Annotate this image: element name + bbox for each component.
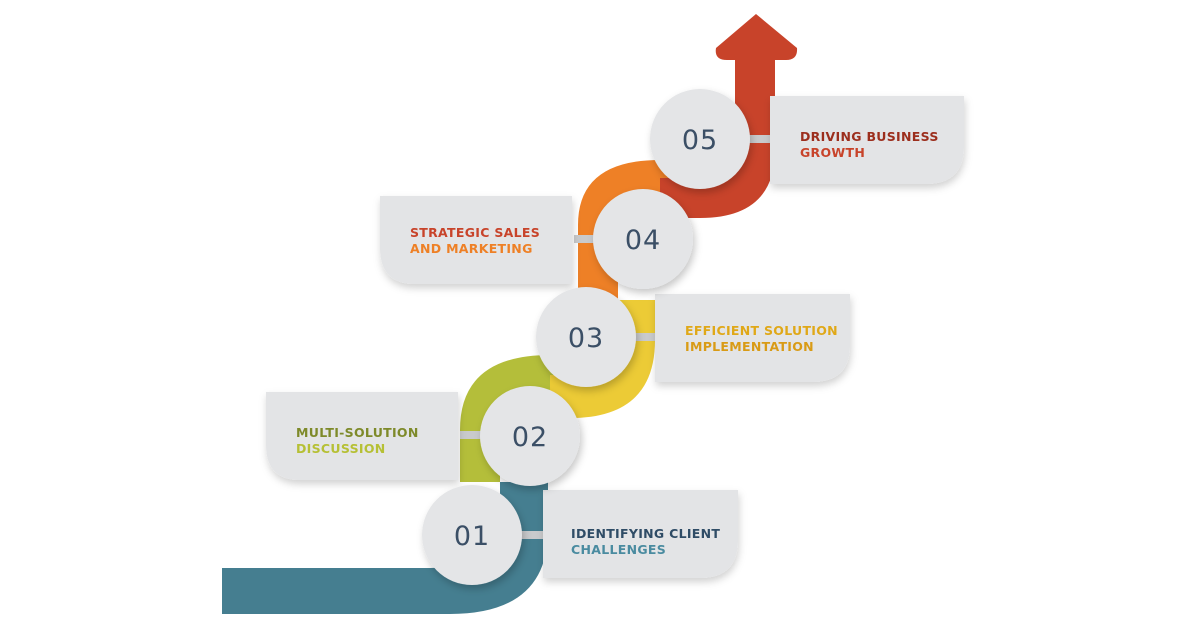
up-arrow-icon [715,14,798,60]
connector-5 [749,135,775,143]
connector-3 [634,333,660,341]
step-circle-5: 05 [650,89,750,189]
step-5-line2: GROWTH [800,145,865,160]
step-2-line2: DISCUSSION [296,441,386,456]
step-4-line1: STRATEGIC SALES [410,225,540,240]
connector-2 [460,431,482,439]
step-4-line2: AND MARKETING [410,241,533,256]
path-segment-5 [660,55,775,218]
step-5-line1: DRIVING BUSINESS [800,129,939,144]
step-circles: 01 02 03 04 05 [422,89,750,585]
step-circle-4: 04 [593,189,693,289]
step-4-label: STRATEGIC SALES AND MARKETING [410,225,545,256]
step-number-4: 04 [625,225,661,256]
card-5 [770,96,964,184]
connector-1 [520,531,546,539]
step-number-3: 03 [568,323,604,354]
step-circle-1: 01 [422,485,522,585]
card-1 [543,490,738,578]
step-2-line1: MULTI-SOLUTION [296,425,419,440]
step-circle-2: 02 [480,386,580,486]
connectors [460,135,775,539]
connector-4 [574,235,596,243]
step-3-line1: EFFICIENT SOLUTION [685,323,838,338]
cards [266,96,964,578]
card-2 [266,392,458,480]
card-4 [380,196,572,284]
step-1-label: IDENTIFYING CLIENT CHALLENGES [571,526,725,557]
step-number-2: 02 [512,422,548,453]
card-3 [655,294,850,382]
step-1-line2: CHALLENGES [571,542,666,557]
step-2-label: MULTI-SOLUTION DISCUSSION [296,425,423,456]
step-1-line1: IDENTIFYING CLIENT [571,526,720,541]
step-3-line2: IMPLEMENTATION [685,339,814,354]
step-number-1: 01 [454,521,490,552]
step-3-label: EFFICIENT SOLUTION IMPLEMENTATION [685,323,843,354]
step-number-5: 05 [682,125,718,156]
step-circle-3: 03 [536,287,636,387]
step-5-label: DRIVING BUSINESS GROWTH [800,129,943,160]
card-labels: IDENTIFYING CLIENT CHALLENGES MULTI-SOLU… [296,129,943,557]
